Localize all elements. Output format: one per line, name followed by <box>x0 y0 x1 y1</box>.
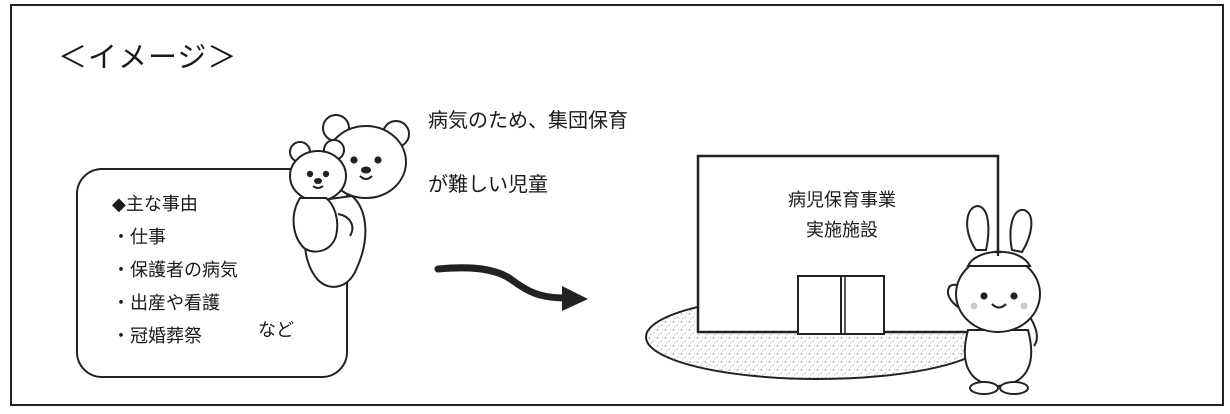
facility-label: 病児保育事業 実施施設 <box>742 186 942 246</box>
facility-building-icon <box>696 154 1000 335</box>
reason-item: ・冠婚葬祭 <box>112 326 202 347</box>
reasons-title: ◆主な事由 <box>112 194 198 215</box>
target-note-line-2: が難しい児童 <box>428 172 548 196</box>
facility-label-line-1: 病児保育事業 <box>788 190 896 211</box>
image-heading: ＜イメージ＞ <box>58 40 238 74</box>
curved-arrow-icon <box>434 264 588 311</box>
target-children-note: 病気のため、集団保育 が難しい児童 <box>428 72 628 232</box>
reasons-list: ◆主な事由 ・仕事 ・保護者の病気 ・出産や看護 ・冠婚葬祭 <box>112 188 238 353</box>
nurse-rabbit-icon <box>947 204 1041 395</box>
reason-item: ・保護者の病気 <box>112 260 238 281</box>
reason-item: ・出産や看護 <box>112 293 220 314</box>
target-note-line-1: 病気のため、集団保育 <box>428 108 628 132</box>
facility-label-line-2: 実施施設 <box>806 220 878 241</box>
reason-item: ・仕事 <box>112 227 166 248</box>
reasons-etc: など <box>258 320 294 341</box>
bear-parent-child-icon <box>289 114 410 288</box>
